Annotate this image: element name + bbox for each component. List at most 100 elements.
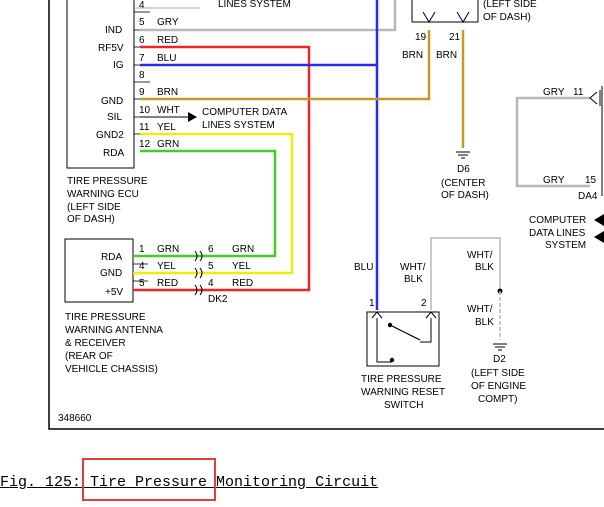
right-gry-2: GRY bbox=[543, 175, 565, 186]
wire-gry-top bbox=[140, 0, 397, 32]
right-cdl-1: COMPUTER bbox=[529, 215, 586, 226]
ecu-num-12: 12 bbox=[139, 139, 151, 150]
ecu-wire-wht: WHT bbox=[157, 105, 180, 116]
ecu-num-11: 11 bbox=[139, 122, 150, 133]
top-lines-system: LINES SYSTEM bbox=[218, 0, 291, 10]
right-cdl-3: SYSTEM bbox=[545, 240, 586, 251]
caption-suffix: Monitoring Circuit bbox=[207, 474, 379, 491]
antenna-pin-5v: +5V bbox=[105, 287, 123, 298]
brn-label-2: BRN bbox=[436, 50, 457, 61]
ground-d2-icon bbox=[493, 343, 507, 351]
ecu-pin-gnd2: GND2 bbox=[96, 130, 124, 141]
d6-id: D6 bbox=[457, 164, 470, 175]
data-lines-2: LINES SYSTEM bbox=[202, 120, 275, 131]
right-arrow-1-icon bbox=[594, 214, 604, 226]
switch-pin-1: 1 bbox=[369, 298, 375, 309]
ecu-num-8: 8 bbox=[139, 70, 145, 81]
caption-highlight: Tire Pressure bbox=[90, 474, 208, 491]
ecu-wire-red: RED bbox=[157, 35, 178, 46]
right-gry-1: GRY bbox=[543, 87, 565, 98]
d2-wb1b: BLK bbox=[475, 262, 494, 273]
connector-19-icon bbox=[422, 11, 436, 23]
wire-grn bbox=[140, 149, 277, 258]
caption-highlight-box bbox=[82, 458, 216, 501]
ecu-wire-brn: BRN bbox=[157, 87, 178, 98]
ecu-pin-rda: RDA bbox=[103, 148, 124, 159]
switch-wb-2: BLK bbox=[404, 274, 423, 285]
antenna-wire-grn: GRN bbox=[157, 244, 179, 255]
ecu-num-6: 6 bbox=[139, 35, 145, 46]
right-pin-11: 11 bbox=[573, 87, 584, 98]
figure-id: 348660 bbox=[58, 413, 92, 424]
antenna-num-5: 5 bbox=[139, 278, 145, 289]
switch-blu: BLU bbox=[354, 262, 373, 273]
right-arrow-2-icon bbox=[594, 231, 604, 243]
antenna-title-3: & RECEIVER bbox=[65, 338, 126, 349]
antenna-title-4: (REAR OF bbox=[65, 351, 113, 362]
top-of-dash-1: (LEFT SIDE bbox=[483, 0, 537, 10]
switch-title-1: TIRE PRESSURE bbox=[361, 374, 442, 385]
ecu-pin-gnd: GND bbox=[101, 96, 123, 107]
right-da4: DA4 bbox=[578, 191, 598, 202]
ecu-pin-ig: IG bbox=[113, 60, 124, 71]
caption-prefix: Fig. 125: bbox=[0, 474, 91, 491]
ecu-num-10: 10 bbox=[139, 105, 151, 116]
d2-wb2b: BLK bbox=[475, 317, 494, 328]
figure-caption: Fig. 125: Tire Pressure Monitoring Circu… bbox=[0, 474, 378, 491]
d2-id: D2 bbox=[493, 354, 506, 365]
pin-21: 21 bbox=[449, 32, 461, 43]
d2-wb1a: WHT/ bbox=[467, 250, 493, 261]
antenna-box bbox=[64, 238, 134, 303]
switch-pin-2: 2 bbox=[421, 298, 427, 309]
ecu-pin-ind: IND bbox=[105, 25, 122, 36]
wire-gry-right bbox=[515, 96, 590, 188]
dk2-connector-icon bbox=[194, 250, 203, 296]
ecu-title-3: (LEFT SIDE bbox=[67, 202, 121, 213]
ecu-title-2: WARNING ECU bbox=[67, 189, 139, 200]
connector-21-icon bbox=[456, 11, 470, 23]
dk2-label: DK2 bbox=[208, 294, 228, 305]
ecu-box bbox=[66, 0, 135, 169]
ecu-wire-yel: YEL bbox=[157, 122, 176, 133]
antenna-wire-red: RED bbox=[157, 278, 178, 289]
wire-wht-blk-switch bbox=[430, 237, 501, 310]
wire-red bbox=[140, 45, 311, 292]
dk2-wire-red: RED bbox=[232, 278, 253, 289]
antenna-pin-separators bbox=[133, 263, 148, 282]
switch-pin-2-icon bbox=[425, 311, 437, 319]
ecu-num-9: 9 bbox=[139, 87, 145, 98]
ecu-num-5: 5 bbox=[139, 17, 145, 28]
switch-wb-1: WHT/ bbox=[400, 262, 426, 273]
dk2-num-4: 4 bbox=[208, 278, 214, 289]
right-connector-11-icon bbox=[589, 91, 598, 105]
dk2-wire-grn: GRN bbox=[232, 244, 254, 255]
ecu-title-1: TIRE PRESSURE bbox=[67, 176, 148, 187]
d6-line2: OF DASH) bbox=[441, 190, 489, 201]
diagram-frame bbox=[48, 0, 604, 430]
wire-brn bbox=[140, 30, 431, 101]
ecu-title-4: OF DASH) bbox=[67, 214, 115, 225]
wire-yel bbox=[140, 132, 294, 275]
top-of-dash-2: OF DASH) bbox=[483, 12, 531, 23]
switch-internal-2 bbox=[420, 318, 432, 343]
data-lines-1: COMPUTER DATA bbox=[202, 107, 288, 118]
d2-line3: COMPT) bbox=[478, 394, 517, 405]
switch-box bbox=[366, 311, 440, 367]
antenna-title-2: WARNING ANTENNA bbox=[65, 325, 163, 336]
right-pin-15: 15 bbox=[585, 175, 597, 186]
ecu-num-7: 7 bbox=[139, 53, 145, 64]
antenna-title-5: VEHICLE CHASSIS) bbox=[65, 364, 158, 375]
antenna-num-4: 4 bbox=[139, 261, 145, 272]
brn-label-1: BRN bbox=[402, 50, 423, 61]
switch-lever bbox=[389, 324, 421, 341]
switch-title-2: WARNING RESET bbox=[361, 387, 445, 398]
ecu-wire-gry: GRY bbox=[157, 17, 179, 28]
antenna-title-1: TIRE PRESSURE bbox=[65, 312, 146, 323]
ecu-wire-blu: BLU bbox=[157, 53, 176, 64]
d6-line1: (CENTER bbox=[441, 178, 485, 189]
ecu-num-4: 4 bbox=[139, 0, 145, 11]
wht-arrow-icon bbox=[188, 112, 197, 122]
switch-title-3: SWITCH bbox=[384, 400, 423, 411]
switch-pin-1-icon bbox=[371, 311, 383, 319]
d2-line2: OF ENGINE bbox=[471, 381, 526, 392]
